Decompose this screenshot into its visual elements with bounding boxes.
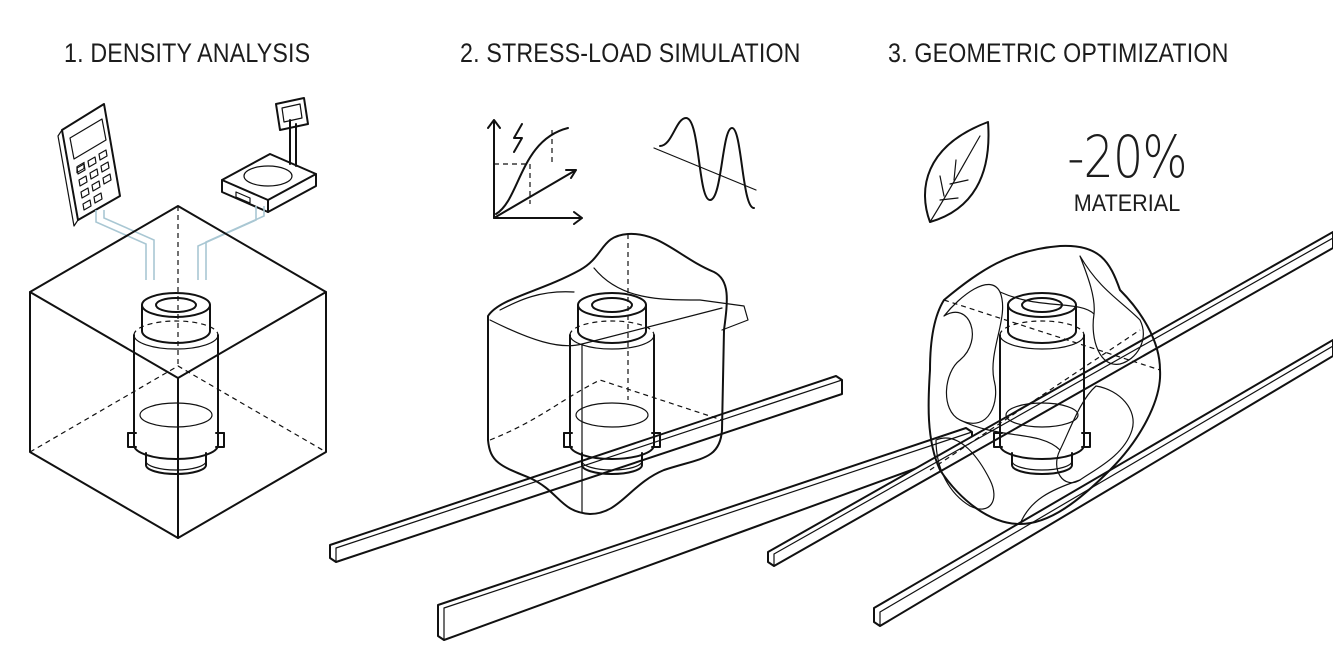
material-reduction-stat: -20% MATERIAL <box>1052 128 1202 218</box>
leaf-icon <box>924 121 990 223</box>
step-3-title: 3. GEOMETRIC OPTIMIZATION <box>888 38 1229 68</box>
bounding-box-cube <box>29 205 327 539</box>
material-reduction-label: MATERIAL <box>1073 190 1181 217</box>
bushing-part-1 <box>127 292 225 475</box>
step-2-title: 2. STRESS-LOAD SIMULATION <box>460 38 801 68</box>
stress-strain-graph-icon <box>487 119 583 225</box>
data-connector-lines <box>95 206 265 280</box>
scale-icon <box>221 97 317 213</box>
support-rails-3 <box>767 231 1333 627</box>
calculator-icon <box>57 103 121 227</box>
stress-envelope-volume <box>487 232 749 515</box>
step-1-title: 1. DENSITY ANALYSIS <box>64 38 311 68</box>
material-reduction-value: -20% <box>1067 123 1187 191</box>
waveform-icon <box>653 117 757 209</box>
optimized-geometry <box>927 244 1162 525</box>
